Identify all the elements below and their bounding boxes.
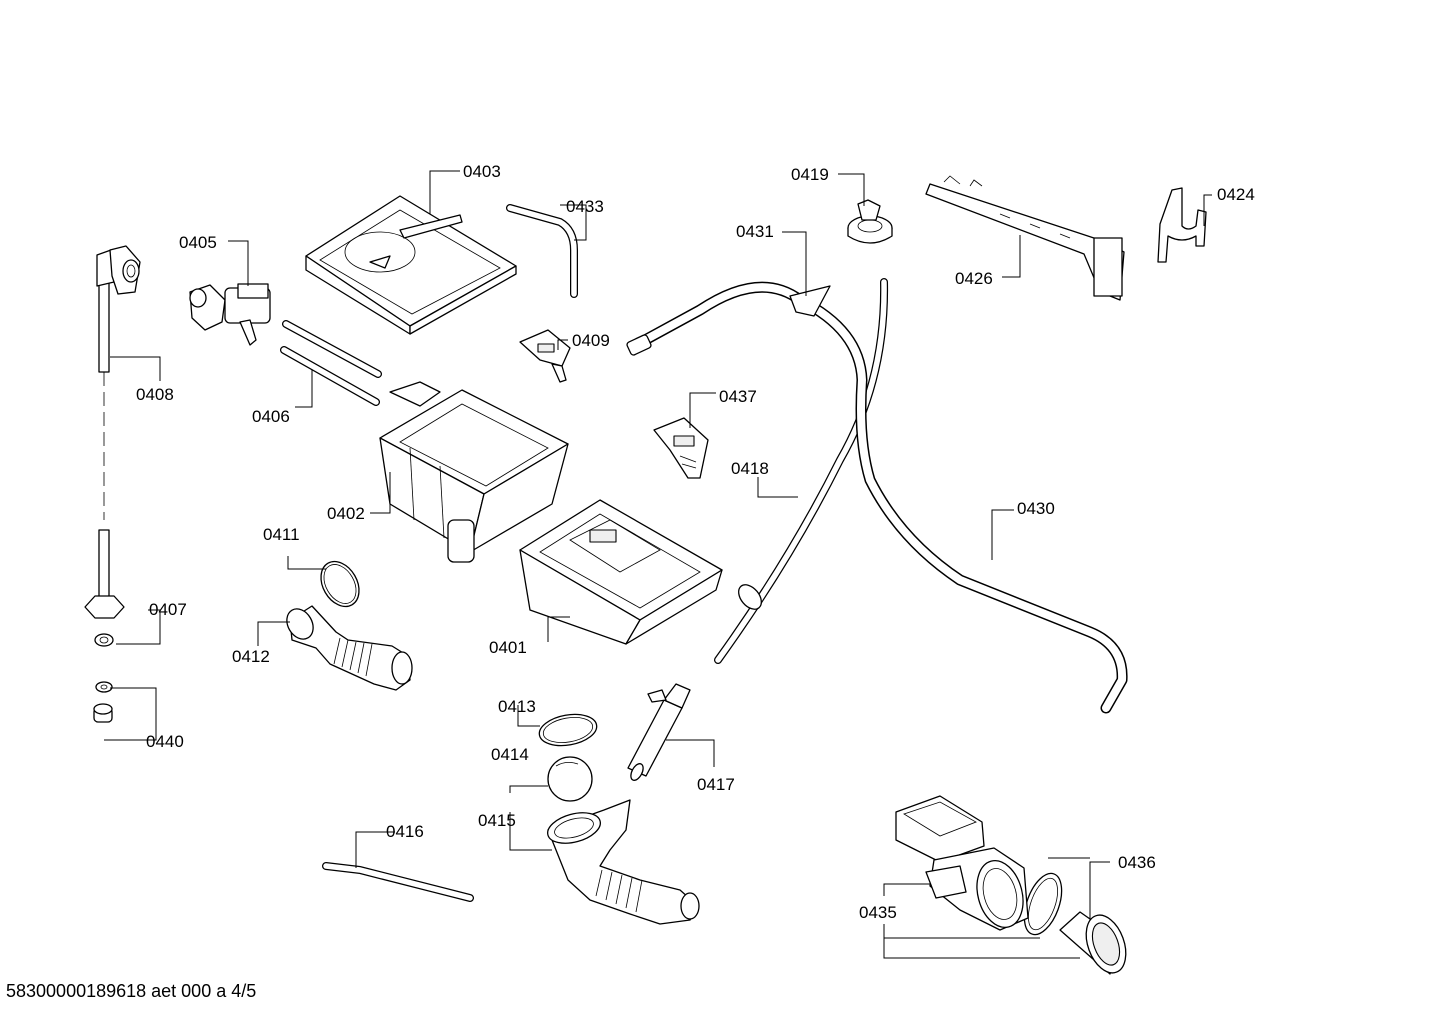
part-0412-bellows-hose xyxy=(286,605,413,691)
label-0430: 0430 xyxy=(1017,499,1055,518)
part-0405-inlet-valve xyxy=(189,283,271,346)
part-0433-hose xyxy=(506,204,578,298)
part-0417-sensor xyxy=(627,683,691,781)
part-0418-pressure-tube xyxy=(714,278,889,664)
leader-lines xyxy=(104,170,1212,959)
part-0401-detergent-drawer xyxy=(519,499,723,645)
label-0440: 0440 xyxy=(146,732,184,751)
part-0424-clip xyxy=(1157,187,1207,263)
label-0413: 0413 xyxy=(498,697,536,716)
part-0414-ball xyxy=(547,756,593,802)
part-0431-0430-drain-hose xyxy=(626,281,1128,714)
label-0436: 0436 xyxy=(1118,853,1156,872)
label-0405: 0405 xyxy=(179,233,217,252)
label-0437: 0437 xyxy=(719,387,757,406)
part-0406-tubes xyxy=(280,320,382,406)
label-0415: 0415 xyxy=(478,811,516,830)
label-0409: 0409 xyxy=(572,331,610,350)
label-0431: 0431 xyxy=(736,222,774,241)
label-0414: 0414 xyxy=(491,745,529,764)
label-0418: 0418 xyxy=(731,459,769,478)
part-0403-dispenser-lid xyxy=(305,195,517,335)
part-0416-hose xyxy=(322,862,474,902)
label-0402: 0402 xyxy=(327,504,365,523)
part-0413-seal xyxy=(538,713,598,747)
label-0424: 0424 xyxy=(1217,185,1255,204)
label-0416: 0416 xyxy=(386,822,424,841)
part-labels: 0403 0405 0433 0408 0406 0409 0402 0411 … xyxy=(136,162,1255,922)
part-0402-dispenser-housing xyxy=(379,381,569,563)
label-0433: 0433 xyxy=(566,197,604,216)
part-0407-pipe-nozzle xyxy=(84,529,125,647)
label-0406: 0406 xyxy=(252,407,290,426)
label-0401: 0401 xyxy=(489,638,527,657)
label-0408: 0408 xyxy=(136,385,174,404)
part-0437-clip xyxy=(653,417,709,479)
part-0411-ring xyxy=(320,560,360,608)
part-0435-drain-pump xyxy=(895,795,1029,931)
part-0440-washers xyxy=(93,681,113,723)
part-0436-filter xyxy=(1023,872,1127,975)
label-0407: 0407 xyxy=(149,600,187,619)
part-0426-rail xyxy=(925,175,1125,301)
part-0415-sump-hose xyxy=(547,799,700,925)
label-0435: 0435 xyxy=(859,903,897,922)
label-0419: 0419 xyxy=(791,165,829,184)
label-0412: 0412 xyxy=(232,647,270,666)
part-0409-clip xyxy=(519,329,571,383)
part-0408-fill-pipe xyxy=(96,245,141,520)
label-0403: 0403 xyxy=(463,162,501,181)
label-0426: 0426 xyxy=(955,269,993,288)
label-0417: 0417 xyxy=(697,775,735,794)
label-0411: 0411 xyxy=(263,525,300,544)
document-footer-id: 58300000189618 aet 000 a 4/5 xyxy=(6,981,257,1001)
part-0419-clamp xyxy=(847,199,893,244)
